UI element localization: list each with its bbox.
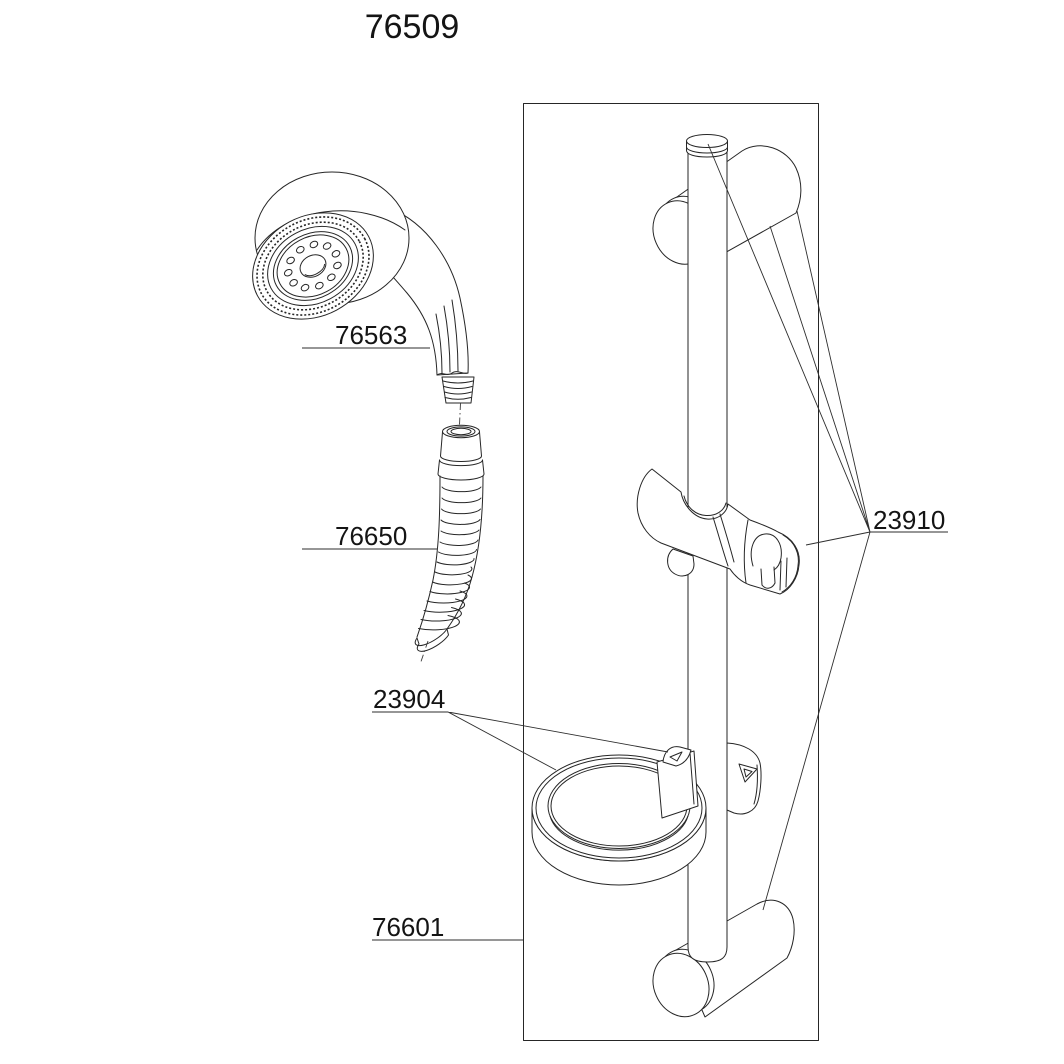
bottom-bracket-drawing: [643, 900, 794, 1025]
shower-hose-drawing: [415, 403, 484, 663]
part-label-hose: 76650: [335, 521, 407, 551]
part-label-hand-shower: 76563: [335, 320, 407, 350]
leader-soap-dish: [372, 712, 668, 770]
boundary-box: [524, 104, 819, 1041]
part-label-slide-bar: 76601: [372, 912, 444, 942]
shower-thread: [442, 377, 474, 403]
part-label-mounting-hardware: 23910: [873, 505, 945, 535]
part-label-soap-dish: 23904: [373, 684, 445, 714]
hose-outline-right: [447, 476, 483, 629]
hose-ribs: [419, 487, 482, 630]
diagram-title: 76509: [365, 8, 460, 46]
labels: 76509 76563 76650 23910 23904 76601: [335, 8, 945, 942]
hose-outline-left: [417, 476, 440, 637]
ring-clamp-drawing: [657, 743, 761, 818]
hand-shower-drawing: [234, 172, 474, 403]
glider-holder-drawing: [637, 469, 799, 594]
nozzle-ring: [276, 231, 350, 300]
glider-lock-knob: [668, 549, 694, 576]
shower-face: [234, 192, 392, 339]
leader-lines: [302, 144, 948, 940]
leader-mounting-hardware: [708, 144, 948, 910]
